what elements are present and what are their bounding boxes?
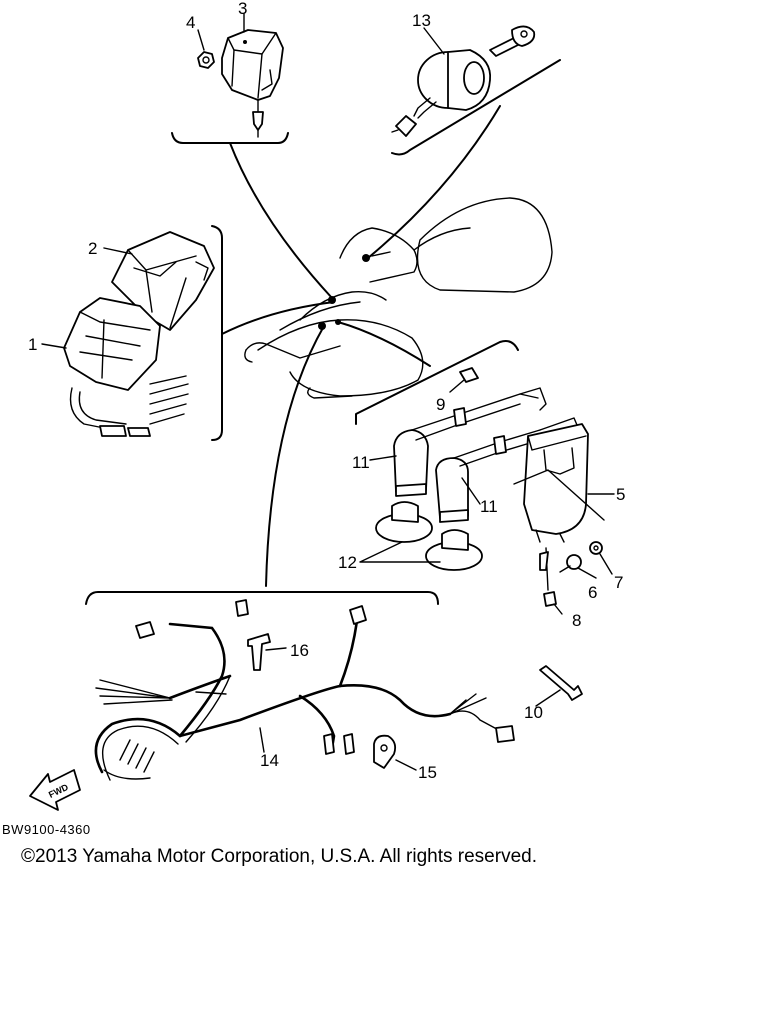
- callout-labels: 1 2 3 4 5 6 7 8 9 10 11 11 12 13 14 15 1…: [28, 0, 625, 782]
- group-bracket-left: [211, 225, 223, 441]
- part-11-plug-caps: [393, 387, 581, 523]
- callout-11a: 11: [352, 453, 370, 472]
- callout-8: 8: [572, 611, 581, 630]
- part-12-plug-boots: [375, 501, 483, 571]
- part-7-washer: [589, 541, 603, 555]
- callout-leaders: [41, 13, 615, 771]
- callout-12: 12: [338, 553, 357, 572]
- callout-6: 6: [588, 583, 597, 602]
- callout-16: 16: [290, 641, 309, 660]
- group-bracket-top-right: [391, 59, 561, 156]
- callout-1: 1: [28, 335, 37, 354]
- group-bracket-bottom: [85, 591, 439, 605]
- callout-4: 4: [186, 13, 195, 32]
- callout-3: 3: [238, 0, 247, 18]
- part-6-bolt: [559, 554, 582, 573]
- front-direction-arrow: FWD: [29, 769, 81, 811]
- callout-13: 13: [412, 11, 431, 30]
- part-13-key: [489, 25, 536, 57]
- leader-lines: [221, 105, 501, 587]
- part-1-cdi-unit: [63, 297, 189, 437]
- callout-5: 5: [616, 485, 625, 504]
- part-9-cap: [459, 367, 479, 383]
- callout-15: 15: [418, 763, 437, 782]
- part-14-wire-harness: [94, 599, 515, 781]
- callout-9: 9: [436, 395, 445, 414]
- part-4-nut: [197, 51, 215, 69]
- callout-11b: 11: [480, 497, 498, 516]
- frame-seat-outline: [244, 197, 553, 399]
- part-16-band: [247, 633, 271, 671]
- callout-10: 10: [524, 703, 543, 722]
- group-bracket-right: [355, 340, 519, 425]
- callout-7: 7: [614, 573, 623, 592]
- callout-2: 2: [88, 239, 97, 258]
- part-10-bolt: [539, 665, 583, 701]
- callout-14: 14: [260, 751, 279, 770]
- part-8-connector: [539, 547, 557, 607]
- figure-code: BW9100-4360: [2, 822, 91, 837]
- part-5-ignition-coil: [523, 423, 589, 543]
- coil-leader-lines: [513, 469, 605, 521]
- copyright-notice: ©2013 Yamaha Motor Corporation, U.S.A. A…: [21, 846, 537, 867]
- part-3-switch-unit: [221, 29, 284, 138]
- group-bracket-top-left: [171, 132, 289, 144]
- part-13-main-switch: [391, 49, 492, 137]
- part-15-clamp: [373, 734, 397, 769]
